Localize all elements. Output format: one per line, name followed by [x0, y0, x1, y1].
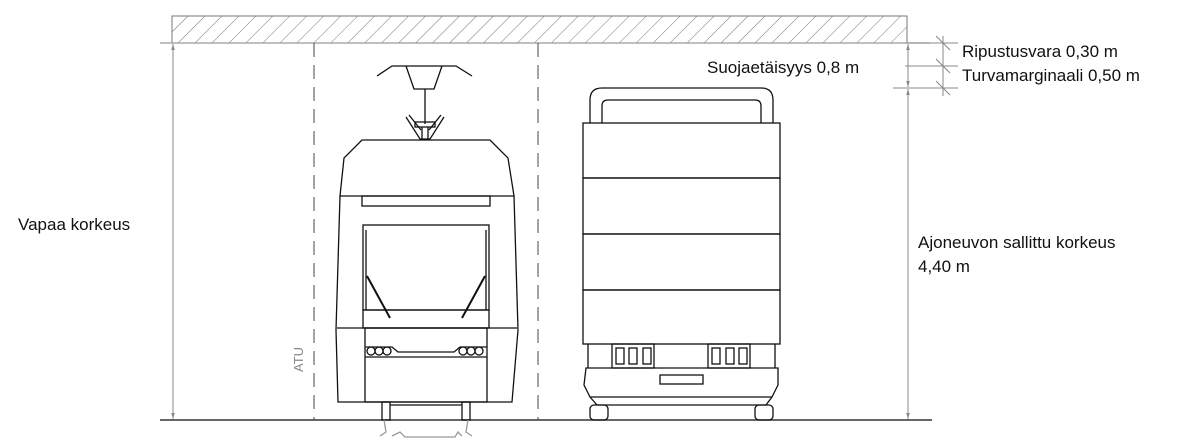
bus-front-view: [582, 87, 781, 421]
free-height-label: Vapaa korkeus: [18, 215, 131, 234]
suspension-margin-label: Ripustusvara 0,30 m: [962, 42, 1118, 61]
ceiling-structure: [160, 15, 930, 44]
tram-front-view: [335, 65, 519, 438]
vehicle-height-value: 4,40 m: [918, 257, 970, 276]
protective-distance-label: Suojaetäisyys 0,8 m: [707, 58, 860, 77]
safety-margin-label: Turvamarginaali 0,50 m: [962, 66, 1140, 85]
vehicle-height-dimension: [893, 35, 958, 419]
atu-label: ATU: [291, 346, 306, 372]
vehicle-height-label: Ajoneuvon sallittu korkeus: [918, 233, 1116, 252]
